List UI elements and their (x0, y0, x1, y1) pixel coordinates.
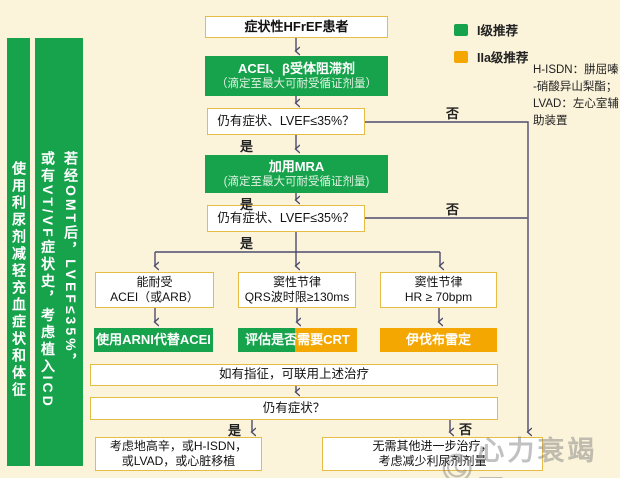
abbreviation-note: H-ISDN：肼屈嗪 -硝酸异山梨酯； LVAD：左心室辅 助装置 (533, 64, 619, 127)
tolerate-line2: ACEI（或ARB） (110, 290, 199, 304)
yes-label-3: 是 (240, 236, 254, 251)
diuretic-sidebar-text: 使用利尿剂减轻充血症状和体征 (11, 161, 27, 399)
node-question1: 仍有症状、LVEF≤35%？ (207, 108, 365, 135)
end-yes-line2: 或LVAD，或心脏移植 (121, 454, 236, 468)
question1-label: 仍有症状、LVEF≤35%？ (217, 113, 355, 128)
node-end-yes: 考虑地高辛，或H-ISDN， 或LVAD，或心脏移植 (95, 437, 262, 471)
tolerate-line1: 能耐受 (136, 275, 173, 289)
mra-line2: (滴定至最大可耐受循证剂量) (223, 175, 370, 188)
end-no-line2: 考虑减少利尿剂剂量 (378, 454, 487, 468)
yes-label-1: 是 (240, 139, 254, 154)
no-label-2: 否 (446, 202, 460, 217)
diuretic-sidebar: 使用利尿剂减轻充血症状和体征 (7, 38, 30, 466)
node-acei-betablocker: ACEI、β受体阻滞剂 （滴定至最大可耐受循证剂量） (205, 56, 388, 96)
node-start: 症状性HFrEF患者 (205, 16, 388, 38)
action-arni: 使用ARNI代替ACEI (94, 328, 213, 352)
node-question2: 仍有症状、LVEF≤35%？ (207, 205, 365, 232)
node-sinus-qrs: 窦性节律 QRS波时限≥130ms (238, 272, 356, 308)
end-yes-line1: 考虑地高辛，或H-ISDN， (109, 439, 248, 453)
arni-label: 使用ARNI代替ACEI (96, 331, 211, 347)
icd-sidebar-text: 若经OMT后，LVEF≤35%， 或有VT/VF症状史，考虑植入ICD (40, 151, 79, 409)
node-mra: 加用MRA (滴定至最大可耐受循证剂量) (205, 155, 388, 193)
node-start-label: 症状性HFrEF患者 (244, 18, 349, 34)
qrs-line2: QRS波时限≥130ms (244, 290, 350, 304)
class2a-label: IIa级推荐 (477, 51, 529, 65)
class1-label: I级推荐 (477, 24, 518, 38)
combine-label: 如有指征，可联用上述治疗 (218, 367, 369, 382)
question3-label: 仍有症状？ (262, 400, 326, 415)
action-crt: 评估是否需要CRT (238, 328, 357, 352)
legend-class2a: IIa级推荐 (454, 47, 528, 66)
class2a-color-swatch (454, 50, 468, 63)
class1-color-swatch (454, 23, 468, 36)
qrs-line1: 窦性节律 (272, 275, 321, 289)
hr-line2: HR ≥ 70bpm (404, 290, 473, 304)
icd-sidebar: 若经OMT后，LVEF≤35%， 或有VT/VF症状史，考虑植入ICD (35, 38, 83, 466)
mra-line1: 加用MRA (268, 158, 325, 174)
end-no-line1: 无需其他进一步治疗， (372, 439, 493, 453)
node-combine-therapies: 如有指征，可联用上述治疗 (90, 364, 498, 386)
hr-line1: 窦性节律 (414, 275, 463, 289)
acei-line1: ACEI、β受体阻滞剂 (238, 60, 355, 76)
node-question3: 仍有症状？ (90, 397, 498, 420)
node-sinus-hr: 窦性节律 HR ≥ 70bpm (380, 272, 497, 308)
question2-label: 仍有症状、LVEF≤35%？ (217, 210, 355, 225)
legend-class1: I级推荐 (454, 20, 518, 39)
no-label-3: 否 (459, 422, 473, 437)
no-label-1: 否 (446, 106, 460, 121)
crt-label: 评估是否需要CRT (245, 331, 350, 347)
action-ivabradine: 伊伐布雷定 (380, 328, 497, 352)
acei-line2: （滴定至最大可耐受循证剂量） (216, 77, 377, 90)
node-acei-tolerated: 能耐受 ACEI（或ARB） (95, 272, 214, 308)
yes-label-4: 是 (228, 423, 242, 438)
node-end-no: 无需其他进一步治疗， 考虑减少利尿剂剂量 (322, 437, 543, 471)
ivabradine-label: 伊伐布雷定 (405, 331, 471, 347)
yes-label-2: 是 (240, 197, 254, 212)
